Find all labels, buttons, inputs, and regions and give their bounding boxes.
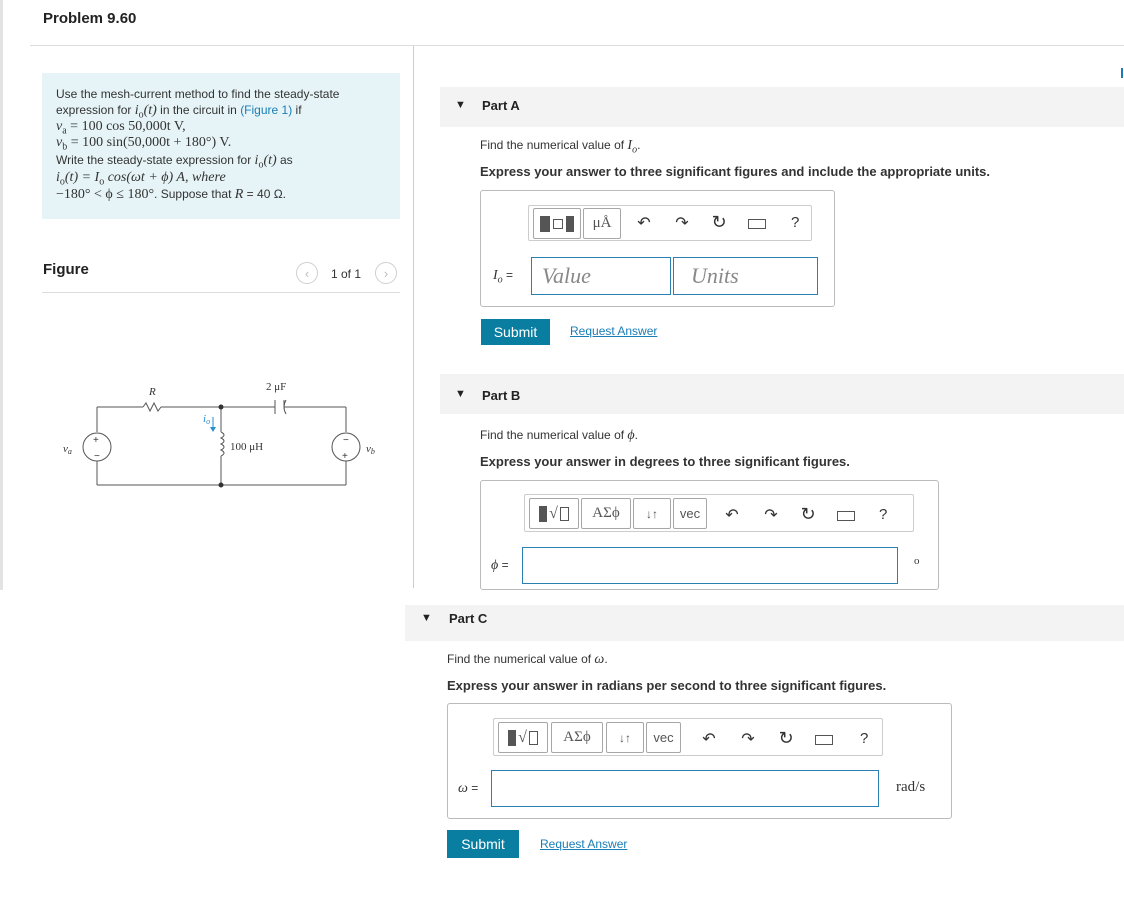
inductor-symbol — [219, 431, 225, 457]
units-button[interactable]: μÅ — [583, 208, 621, 239]
units-input[interactable]: Units — [673, 257, 818, 295]
node-dot — [218, 404, 224, 410]
units-placeholder: Units — [691, 263, 739, 288]
node-dot — [218, 482, 224, 488]
part-b-instruction: Find the numerical value of ϕ. — [480, 428, 639, 443]
chevron-right-icon: › — [383, 265, 389, 281]
problem-line-7: −180° < ϕ ≤ 180°. Suppose that R = 40 Ω. — [56, 187, 287, 202]
greek-button[interactable]: ΑΣϕ — [581, 498, 631, 529]
keyboard-icon[interactable] — [837, 511, 855, 521]
subscript-button[interactable]: ↓↑ — [606, 722, 644, 753]
chevron-left-icon: ‹ — [304, 265, 310, 281]
problem-line-4: vb = 100 sin(50,000t + 180°) V. — [56, 135, 232, 153]
omega-input[interactable] — [491, 770, 879, 807]
reset-icon[interactable]: ↻ — [800, 503, 816, 524]
subscript-button[interactable]: ↓↑ — [633, 498, 671, 529]
left-edge-bar — [0, 0, 3, 590]
part-c-header[interactable] — [405, 605, 1124, 641]
part-a-instruction: Find the numerical value of Io. — [480, 138, 641, 156]
undo-icon[interactable]: ↶ — [725, 507, 739, 524]
redo-icon[interactable]: ↷ — [675, 215, 689, 232]
part-b-express: Express your answer in degrees to three … — [480, 454, 850, 469]
reset-icon[interactable]: ↻ — [778, 727, 794, 748]
vector-button[interactable]: vec — [646, 722, 681, 753]
greek-button[interactable]: ΑΣϕ — [551, 722, 603, 753]
collapse-triangle-icon[interactable]: ▼ — [421, 612, 432, 624]
math-templates-button[interactable]: √ — [498, 722, 548, 753]
keyboard-icon[interactable] — [748, 219, 766, 229]
figure-divider — [42, 292, 400, 293]
vb-plus: + — [342, 451, 348, 462]
part-b-header[interactable] — [440, 374, 1124, 414]
part-c-submit-button[interactable]: Submit — [447, 830, 519, 858]
value-placeholder: Value — [542, 263, 591, 288]
column-divider — [413, 46, 414, 588]
sqrt-template-icon: √ — [539, 505, 569, 523]
collapse-triangle-icon[interactable]: ▼ — [455, 388, 466, 400]
scroll-indicator[interactable] — [1121, 68, 1123, 78]
undo-icon[interactable]: ↶ — [637, 215, 651, 232]
templates-icon — [540, 215, 574, 232]
label-capacitor: 2 μF — [266, 381, 286, 393]
part-b-label: ϕ = — [491, 558, 509, 573]
part-c-label: ω = — [458, 781, 479, 796]
label-io: io — [203, 413, 210, 426]
next-figure-button[interactable]: › — [375, 262, 397, 284]
va-plus: + — [93, 435, 99, 446]
va-minus: − — [94, 451, 100, 462]
prev-figure-button[interactable]: ‹ — [296, 262, 318, 284]
problem-line-2: expression for io(t) in the circuit in (… — [56, 103, 302, 121]
reset-icon[interactable]: ↻ — [711, 211, 727, 232]
circuit-diagram: R 2 μF 100 μH io va vb + − − + — [63, 381, 375, 488]
part-a-submit-button[interactable]: Submit — [481, 319, 550, 345]
keyboard-icon[interactable] — [815, 735, 833, 745]
math-templates-button[interactable]: √ — [529, 498, 579, 529]
degree-unit: o — [914, 555, 920, 567]
figure-pager: 1 of 1 — [331, 267, 362, 281]
vector-button[interactable]: vec — [673, 498, 707, 529]
problem-line-5: Write the steady-state expression for io… — [56, 153, 293, 171]
value-input[interactable]: Value — [531, 257, 671, 295]
help-button[interactable]: ? — [791, 214, 800, 231]
help-button[interactable]: ? — [860, 730, 869, 747]
part-a-header[interactable] — [440, 87, 1124, 127]
templates-button[interactable] — [533, 208, 581, 239]
part-b-title: Part B — [482, 388, 521, 403]
label-R: R — [148, 386, 156, 398]
problem-line-6: io(t) = Io cos(ωt + ϕ) A, where — [56, 170, 226, 188]
vb-minus: − — [343, 435, 349, 446]
part-c-instruction: Find the numerical value of ω. — [447, 652, 608, 667]
label-inductor: 100 μH — [230, 441, 263, 453]
part-a-express: Express your answer to three significant… — [480, 164, 990, 179]
rad-per-s-unit: rad/s — [896, 779, 926, 795]
part-a-title: Part A — [482, 98, 520, 113]
top-divider — [30, 45, 1124, 46]
problem-statement: Use the mesh-current method to find the … — [42, 73, 400, 219]
label-vb: vb — [366, 443, 375, 456]
problem-line-3: va = 100 cos 50,000t V, — [56, 119, 186, 137]
label-va: va — [63, 443, 72, 456]
figure-link[interactable]: (Figure 1) — [240, 103, 293, 117]
resistor-symbol — [142, 401, 162, 413]
figure-label: Figure — [43, 261, 89, 278]
undo-icon[interactable]: ↶ — [702, 731, 716, 748]
sqrt-template-icon: √ — [508, 729, 538, 747]
current-arrowhead — [210, 427, 216, 432]
help-button[interactable]: ? — [879, 506, 888, 523]
problem-line-1: Use the mesh-current method to find the … — [56, 87, 340, 101]
part-a-request-answer-link[interactable]: Request Answer — [570, 324, 658, 338]
part-c-express: Express your answer in radians per secon… — [447, 678, 887, 693]
collapse-triangle-icon[interactable]: ▼ — [455, 99, 466, 111]
part-a-label: Io = — [493, 268, 514, 286]
part-c-title: Part C — [449, 611, 488, 626]
page-title: Problem 9.60 — [43, 10, 137, 27]
part-c-request-answer-link[interactable]: Request Answer — [540, 837, 628, 851]
redo-icon[interactable]: ↷ — [764, 507, 778, 524]
redo-icon[interactable]: ↷ — [741, 731, 755, 748]
phi-input[interactable] — [522, 547, 898, 584]
